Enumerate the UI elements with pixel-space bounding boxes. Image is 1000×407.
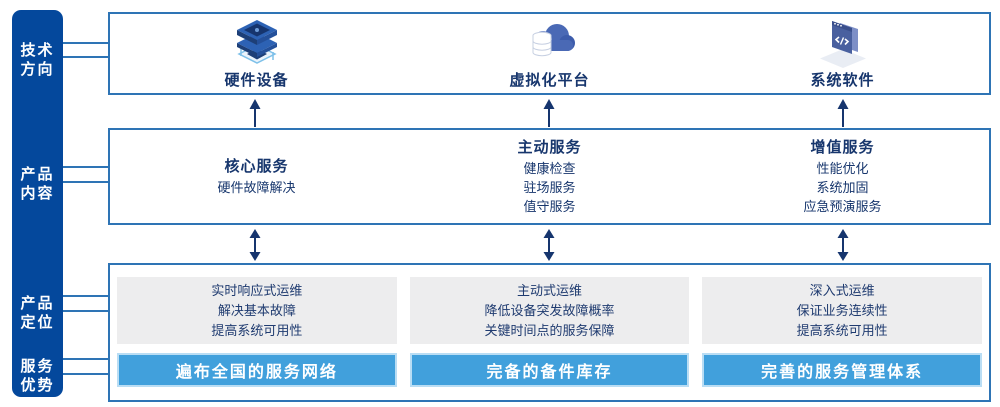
svc-col-core: 核心服务 硬件故障解决 (110, 130, 403, 223)
tech-label-software: 系统软件 (810, 71, 875, 89)
code-window-icon (819, 20, 866, 68)
sidebar: 技术 方向 产品 内容 产品 定位 服务 优势 (12, 10, 63, 397)
svc-item: 性能优化 (816, 161, 869, 176)
advantage-bar: 完善的服务管理体系 (702, 353, 983, 387)
svc-item: 硬件故障解决 (217, 180, 296, 195)
pos-line: 提高系统可用性 (796, 322, 888, 338)
svc-item: 系统加固 (816, 180, 869, 195)
pos-line: 提高系统可用性 (211, 322, 303, 338)
svc-header: 核心服务 (224, 158, 289, 175)
connector-line (63, 373, 108, 375)
svc-header: 增值服务 (810, 139, 875, 156)
svc-item: 驻场服务 (523, 180, 576, 195)
connector-line (63, 181, 108, 183)
pos-line: 保证业务连续性 (796, 302, 888, 318)
connector-line (63, 295, 108, 297)
positioning-panel: 主动式运维 降低设备突发故障概率 关键时间点的服务保障 (409, 277, 690, 344)
svc-header: 主动服务 (517, 139, 582, 156)
tech-label-virtualization: 虚拟化平台 (509, 71, 590, 89)
positioning-panel: 实时响应式运维 解决基本故障 提高系统可用性 (117, 277, 397, 344)
connector-line (63, 42, 108, 44)
positioning-advantages-box: 实时响应式运维 解决基本故障 提高系统可用性 遍布全国的服务网络 主动式运维 降… (108, 263, 991, 402)
tech-direction-box: 硬件设备 虚拟化平台 (108, 12, 991, 95)
svc-item: 值守服务 (523, 199, 576, 214)
pos-line: 实时响应式运维 (211, 282, 303, 298)
sidebar-item-product-content: 产品 内容 (12, 165, 63, 203)
product-content-box: 核心服务 硬件故障解决 主动服务 健康检查 驻场服务 值守服务 增值服务 性能优… (108, 128, 991, 225)
svc-col-value-added: 增值服务 性能优化 系统加固 应急预演服务 (696, 130, 989, 223)
connector-line (63, 358, 108, 360)
tech-col-virtualization: 虚拟化平台 (403, 14, 696, 93)
pos-line: 深入式运维 (809, 282, 875, 298)
pos-line: 解决基本故障 (217, 302, 296, 318)
sidebar-item-service-advantages: 服务 优势 (12, 357, 63, 395)
sidebar-label-line: 方向 (20, 61, 55, 78)
double-arrow (836, 229, 850, 261)
svc-col-proactive: 主动服务 健康检查 驻场服务 值守服务 (403, 130, 696, 223)
connector-line (63, 56, 108, 58)
connector-line (63, 310, 108, 312)
pos-line: 降低设备突发故障概率 (484, 302, 615, 318)
svc-item: 健康检查 (523, 161, 576, 176)
up-arrow (248, 99, 262, 127)
sidebar-label-line: 优势 (20, 377, 55, 394)
server-stack-icon (236, 19, 277, 64)
pos-line: 主动式运维 (517, 282, 583, 298)
tech-label-hardware: 硬件设备 (224, 71, 289, 89)
sidebar-item-tech-direction: 技术 方向 (12, 41, 63, 79)
double-arrow (542, 229, 556, 261)
positioning-panel: 深入式运维 保证业务连续性 提高系统可用性 (702, 277, 983, 344)
pos-col-2: 主动式运维 降低设备突发故障概率 关键时间点的服务保障 完备的备件库存 (409, 277, 690, 387)
advantage-bar: 完备的备件库存 (409, 353, 690, 387)
sidebar-label-line: 技术 (20, 42, 55, 59)
sidebar-label-line: 产品 (20, 166, 55, 183)
tech-col-hardware: 硬件设备 (110, 14, 403, 93)
double-arrow (248, 229, 262, 261)
cloud-database-icon (532, 23, 575, 56)
up-arrow (836, 99, 850, 127)
connector-line (63, 166, 108, 168)
sidebar-label-line: 内容 (20, 185, 55, 202)
sidebar-item-product-positioning: 产品 定位 (12, 294, 63, 332)
sidebar-label-line: 定位 (20, 314, 55, 331)
advantage-bar: 遍布全国的服务网络 (117, 353, 397, 387)
pos-col-1: 实时响应式运维 解决基本故障 提高系统可用性 遍布全国的服务网络 (117, 277, 397, 387)
up-arrow (542, 99, 556, 127)
svc-item: 应急预演服务 (803, 199, 882, 214)
pos-col-3: 深入式运维 保证业务连续性 提高系统可用性 完善的服务管理体系 (702, 277, 983, 387)
sidebar-label-line: 产品 (20, 295, 55, 312)
sidebar-label-line: 服务 (20, 358, 55, 375)
tech-col-software: 系统软件 (696, 14, 989, 93)
pos-line: 关键时间点的服务保障 (484, 322, 615, 338)
